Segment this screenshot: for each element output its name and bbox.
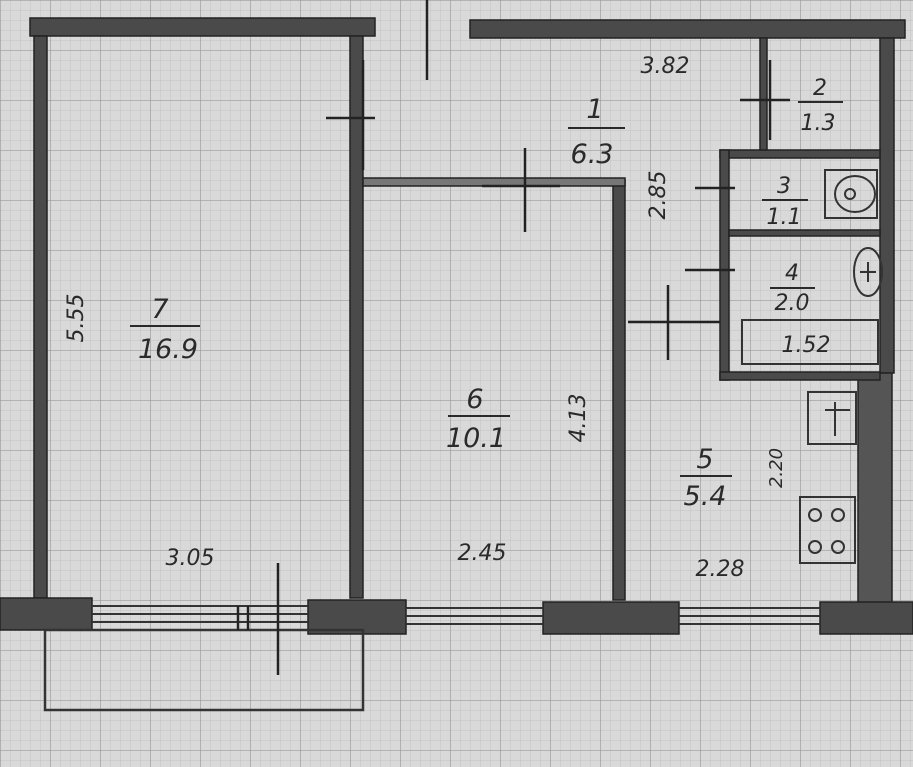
bathtub-icon <box>741 247 883 365</box>
room-2-area: 1.3 <box>801 111 836 136</box>
room-5-number: 5 <box>696 444 713 475</box>
room-4-number: 4 <box>785 261 799 286</box>
room-7-number: 7 <box>151 294 168 325</box>
sink-icon <box>824 169 878 219</box>
room-3-number: 3 <box>777 174 791 199</box>
dim-top-width: 3.82 <box>641 54 690 79</box>
room-3-area: 1.1 <box>767 205 802 230</box>
door-markers <box>236 0 790 675</box>
room-4-area: 2.0 <box>775 291 810 316</box>
dim-bath-width: 1.52 <box>782 333 831 358</box>
room-7-area: 16.9 <box>138 334 198 365</box>
dim-hall-height: 2.85 <box>646 171 671 220</box>
room-6-number: 6 <box>466 384 483 415</box>
walls <box>0 17 913 635</box>
room-1-number: 1 <box>586 94 603 125</box>
stove-icon <box>799 496 856 564</box>
dim-left-room-width: 3.05 <box>166 546 215 571</box>
dim-middle-room-height: 4.13 <box>566 394 591 443</box>
room-2-number: 2 <box>813 76 827 101</box>
windows <box>92 605 820 625</box>
room-1-area: 6.3 <box>571 139 614 170</box>
room-6-area: 10.1 <box>446 423 506 454</box>
dim-kitchen-width: 2.28 <box>696 557 745 582</box>
room-5-area: 5.4 <box>684 481 727 512</box>
kitchen-sink-icon <box>807 391 857 445</box>
balcony <box>43 628 365 712</box>
dim-middle-room-width: 2.45 <box>458 541 507 566</box>
dim-left-room-height: 5.55 <box>64 294 89 343</box>
dim-kitchen-height: 2.20 <box>766 448 787 488</box>
